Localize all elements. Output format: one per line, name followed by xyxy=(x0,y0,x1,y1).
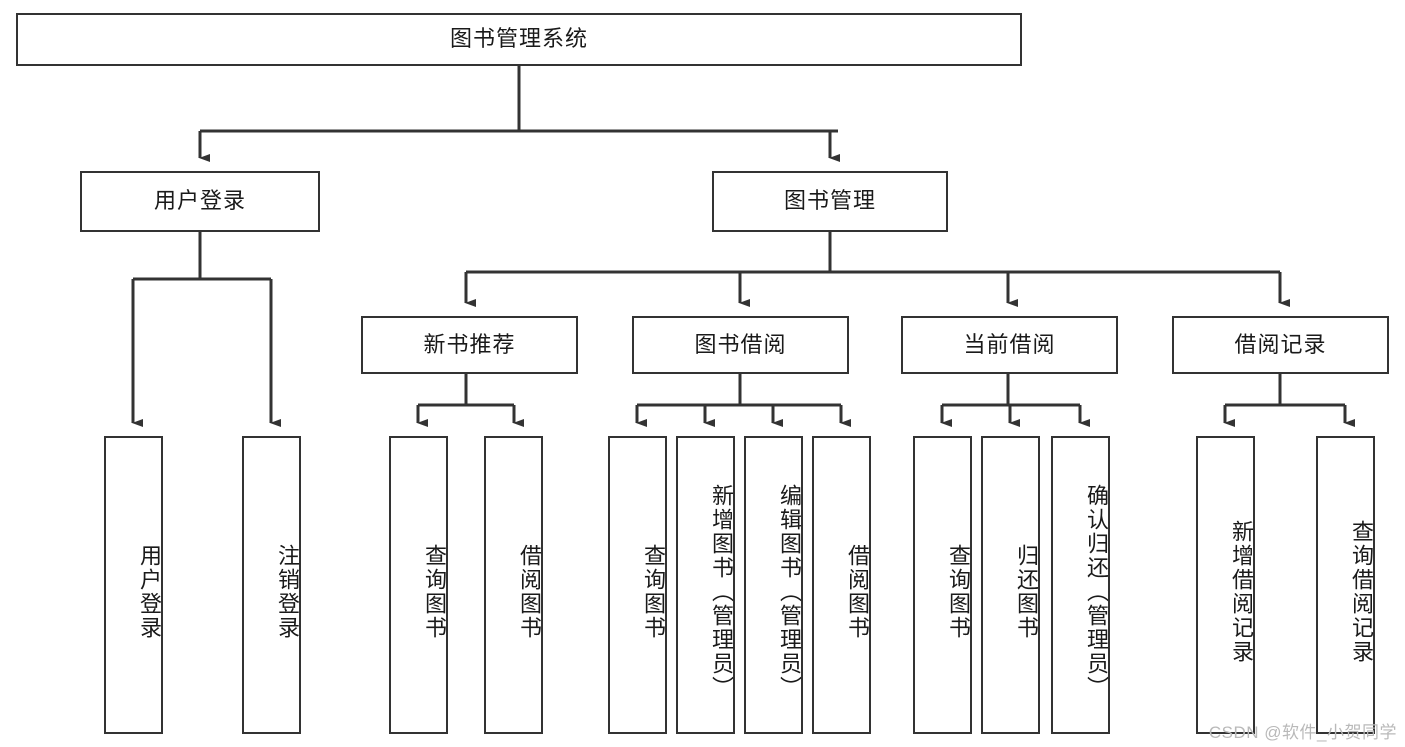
node-book-management[interactable]: 图书管理 xyxy=(712,171,948,232)
node-borrow-record[interactable]: 借阅记录 xyxy=(1172,316,1389,374)
node-leaf-confirm-return[interactable]: 确认归还（管理员） xyxy=(1051,436,1110,734)
node-leaf-query-book-3[interactable]: 查询图书 xyxy=(913,436,972,734)
node-leaf-borrow-book-1-label: 借阅图书 xyxy=(517,544,542,640)
node-leaf-add-book-label: 新增图书（管理员） xyxy=(709,484,734,700)
node-leaf-edit-book-label: 编辑图书（管理员） xyxy=(777,484,802,700)
node-leaf-borrow-book-2-label: 借阅图书 xyxy=(845,544,870,640)
node-user-login-label: 用户登录 xyxy=(153,188,246,214)
node-leaf-logout-label: 注销登录 xyxy=(275,544,300,640)
node-leaf-borrow-book-1[interactable]: 借阅图书 xyxy=(484,436,543,734)
node-new-book-recommend[interactable]: 新书推荐 xyxy=(361,316,578,374)
node-leaf-add-book[interactable]: 新增图书（管理员） xyxy=(676,436,735,734)
node-book-borrow[interactable]: 图书借阅 xyxy=(632,316,849,374)
node-leaf-user-login[interactable]: 用户登录 xyxy=(104,436,163,734)
node-leaf-query-book-1-label: 查询图书 xyxy=(422,544,447,640)
watermark: CSDN @软件_小贺同学 xyxy=(1208,723,1397,742)
node-borrow-record-label: 借阅记录 xyxy=(1234,331,1327,357)
node-root[interactable]: 图书管理系统 xyxy=(16,13,1022,66)
node-leaf-borrow-book-2[interactable]: 借阅图书 xyxy=(812,436,871,734)
node-current-borrow[interactable]: 当前借阅 xyxy=(901,316,1118,374)
node-new-book-recommend-label: 新书推荐 xyxy=(423,331,516,357)
node-leaf-query-record-label: 查询借阅记录 xyxy=(1349,520,1374,664)
node-user-login[interactable]: 用户登录 xyxy=(80,171,320,232)
node-leaf-add-record[interactable]: 新增借阅记录 xyxy=(1196,436,1255,734)
node-leaf-return-book[interactable]: 归还图书 xyxy=(981,436,1040,734)
node-leaf-add-record-label: 新增借阅记录 xyxy=(1229,520,1254,664)
node-leaf-query-book-3-label: 查询图书 xyxy=(946,544,971,640)
node-root-label: 图书管理系统 xyxy=(449,26,588,52)
node-current-borrow-label: 当前借阅 xyxy=(963,331,1056,357)
node-leaf-logout[interactable]: 注销登录 xyxy=(242,436,301,734)
node-leaf-query-book-2-label: 查询图书 xyxy=(641,544,666,640)
node-leaf-user-login-label: 用户登录 xyxy=(137,544,162,640)
node-book-borrow-label: 图书借阅 xyxy=(694,331,787,357)
node-leaf-query-record[interactable]: 查询借阅记录 xyxy=(1316,436,1375,734)
node-leaf-edit-book[interactable]: 编辑图书（管理员） xyxy=(744,436,803,734)
node-leaf-return-book-label: 归还图书 xyxy=(1014,544,1039,640)
node-leaf-query-book-2[interactable]: 查询图书 xyxy=(608,436,667,734)
node-book-management-label: 图书管理 xyxy=(783,188,876,214)
node-leaf-query-book-1[interactable]: 查询图书 xyxy=(389,436,448,734)
node-leaf-confirm-return-label: 确认归还（管理员） xyxy=(1084,484,1109,700)
